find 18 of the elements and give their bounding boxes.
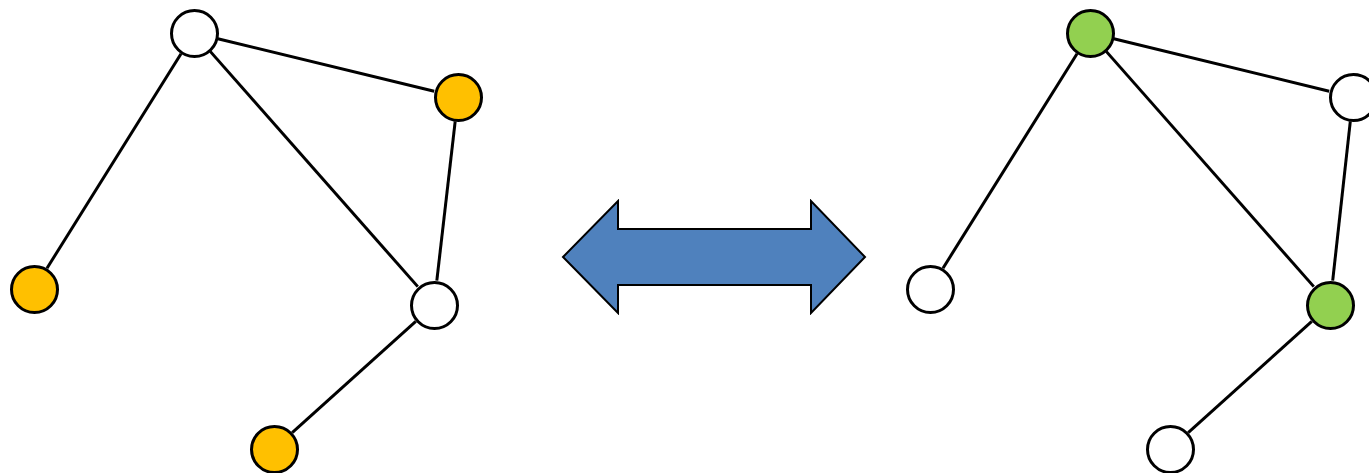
graph-edge (45, 53, 183, 269)
graph-node (1145, 424, 1195, 473)
double-arrow (561, 199, 867, 315)
graph-edge (1331, 121, 1352, 281)
graph-node (1328, 72, 1369, 122)
graph-node (9, 264, 59, 314)
graph-node (905, 264, 955, 314)
graph-node (1305, 280, 1355, 330)
graph-edge (1187, 320, 1313, 434)
graph-edge (1113, 37, 1330, 93)
graph-edge (435, 121, 457, 281)
graph-edge (1105, 50, 1315, 288)
graph-edge (217, 37, 435, 93)
graph-edge (209, 50, 419, 288)
graph-edge (941, 53, 1079, 269)
graph-node (409, 280, 459, 330)
graph-edge (291, 320, 417, 434)
graph-node (249, 424, 299, 473)
